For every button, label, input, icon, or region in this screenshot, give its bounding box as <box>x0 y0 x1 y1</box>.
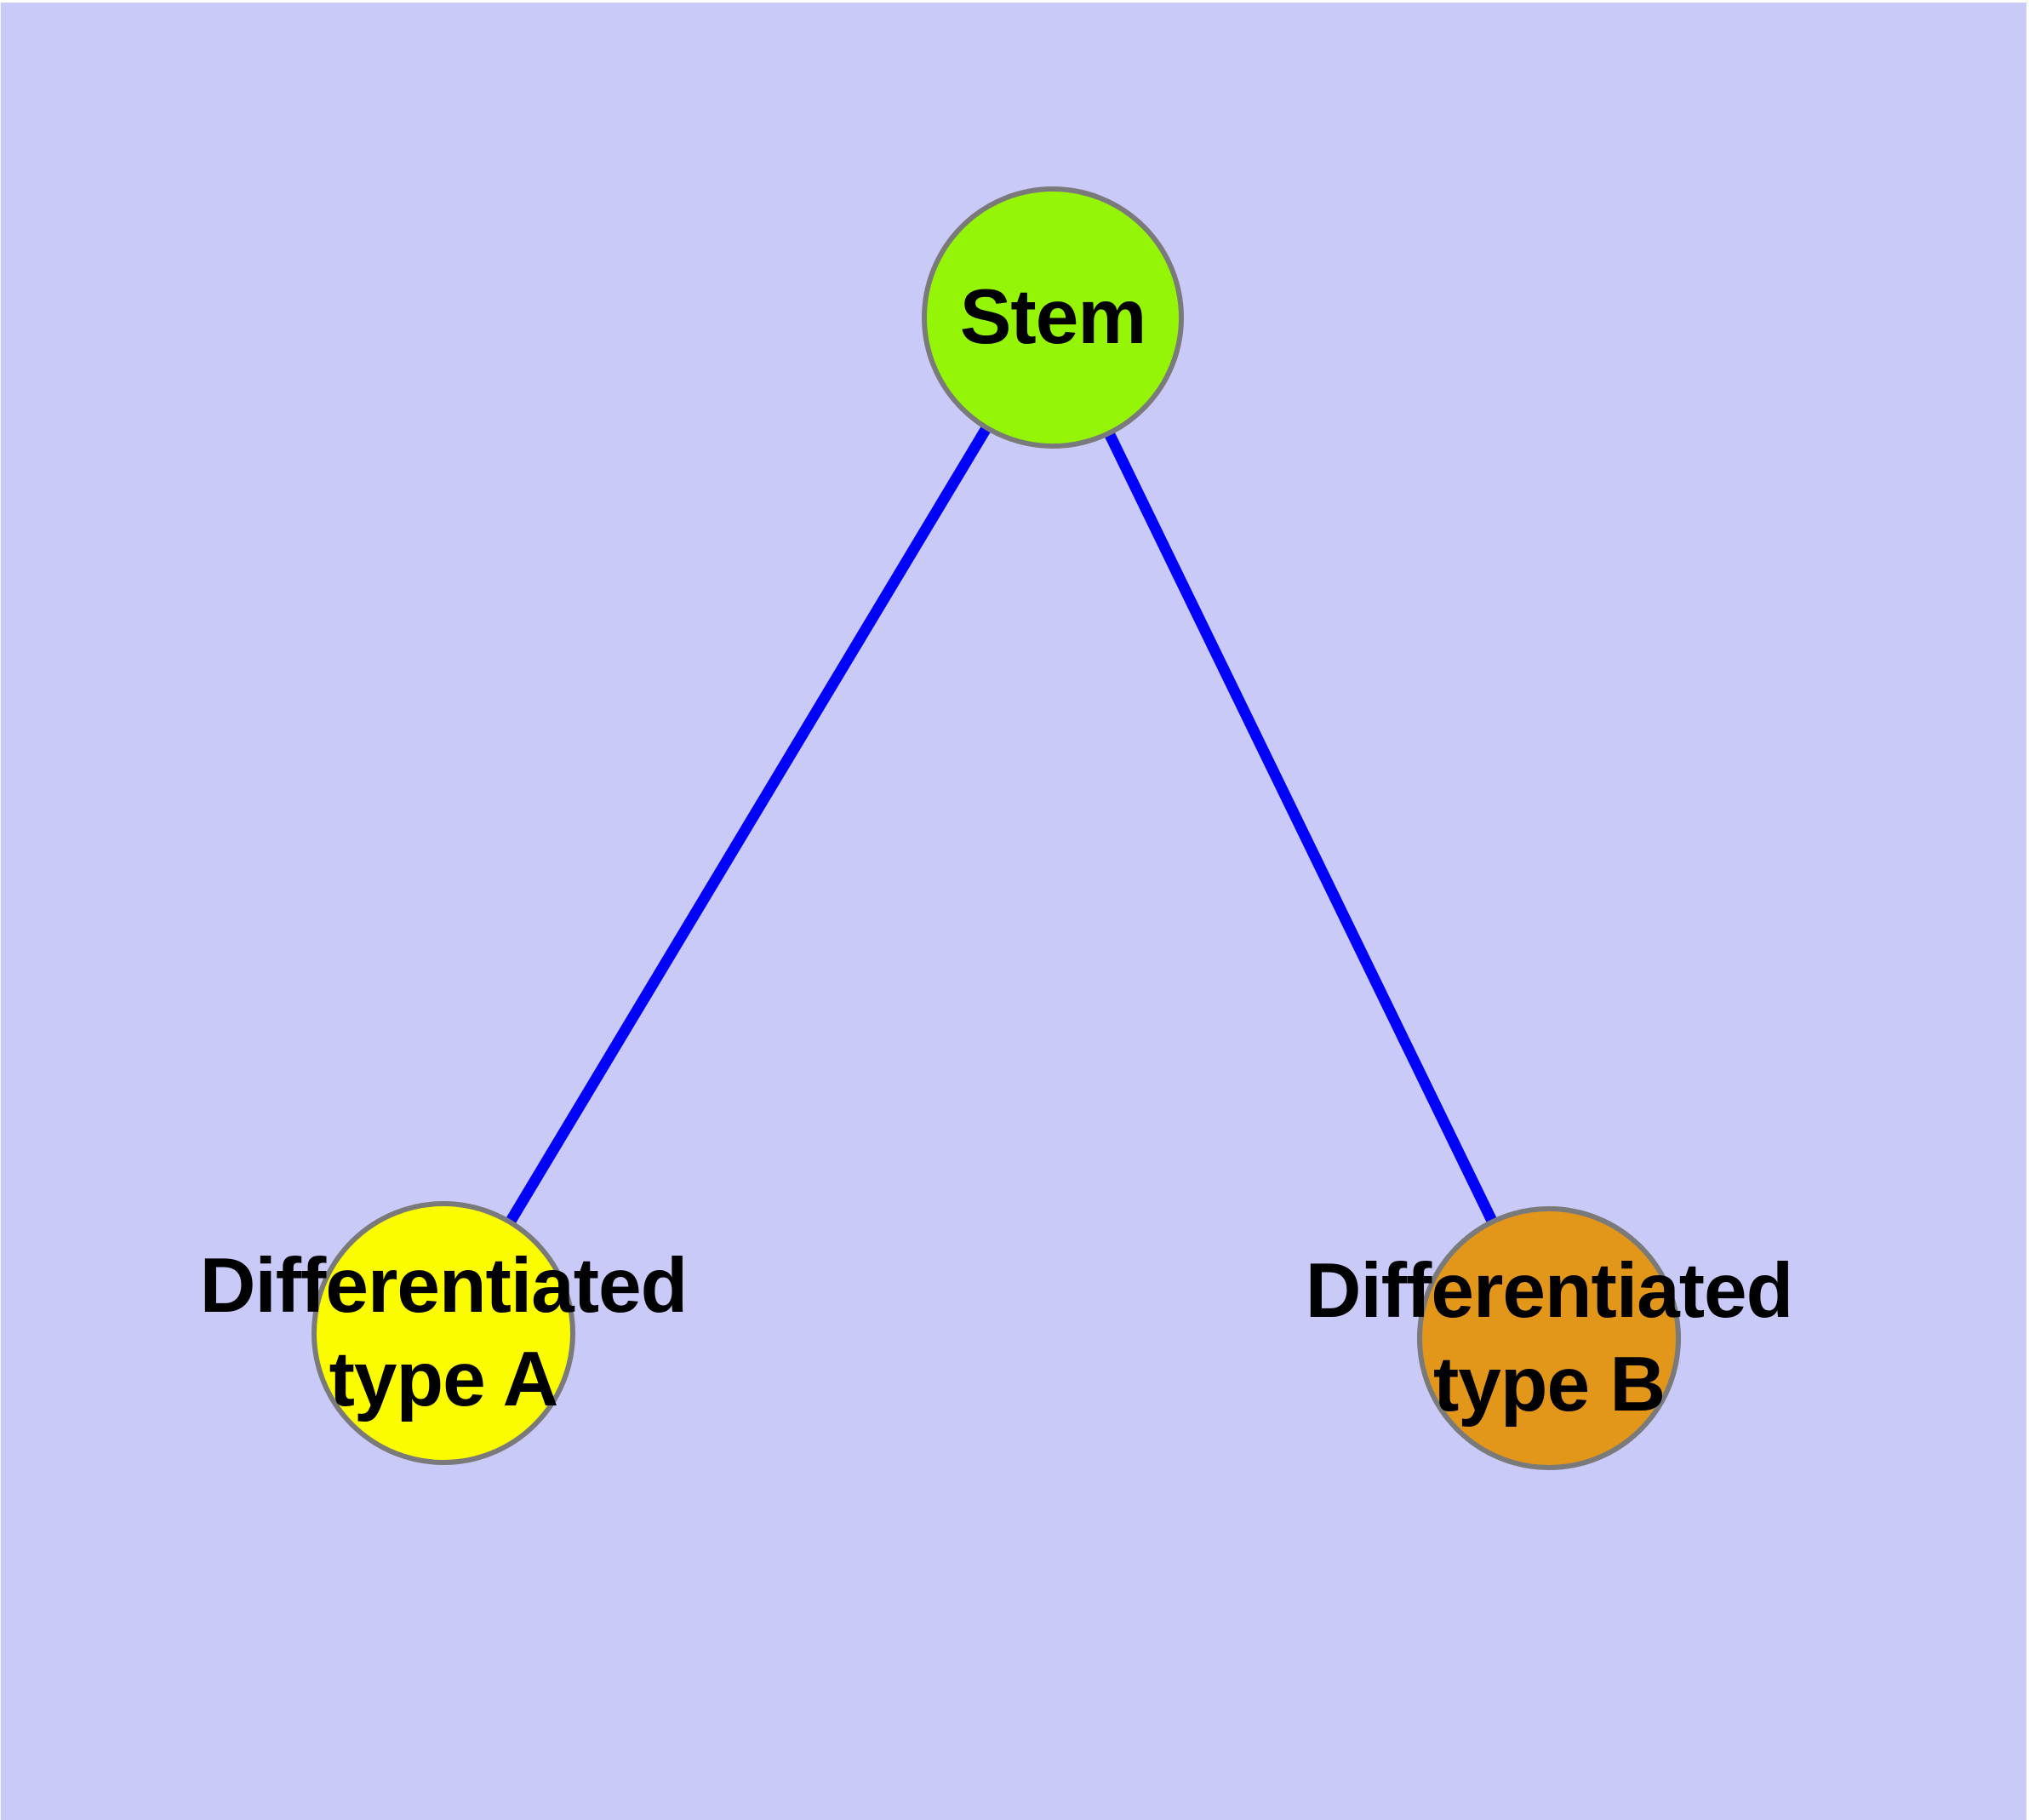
node-label-line: type A <box>329 1336 559 1422</box>
node-stem <box>922 186 1184 449</box>
page-margin-left <box>0 0 1 1820</box>
node-label-line: Stem <box>959 274 1147 360</box>
node-label-line: Differentiated <box>199 1243 689 1329</box>
edge-stem-to-differentiated-type-b <box>1048 315 1554 1341</box>
page-margin-right <box>2026 0 2029 1820</box>
node-label-line: type B <box>1432 1342 1666 1428</box>
node-label-stem: Stem <box>959 271 1147 364</box>
node-differentiated-type-a <box>311 1201 575 1465</box>
node-differentiated-type-b <box>1417 1206 1681 1470</box>
node-label-line: Differentiated <box>1305 1248 1794 1334</box>
edge-stem-to-differentiated-type-a <box>438 314 1058 1336</box>
page-margin-top <box>0 0 2029 3</box>
